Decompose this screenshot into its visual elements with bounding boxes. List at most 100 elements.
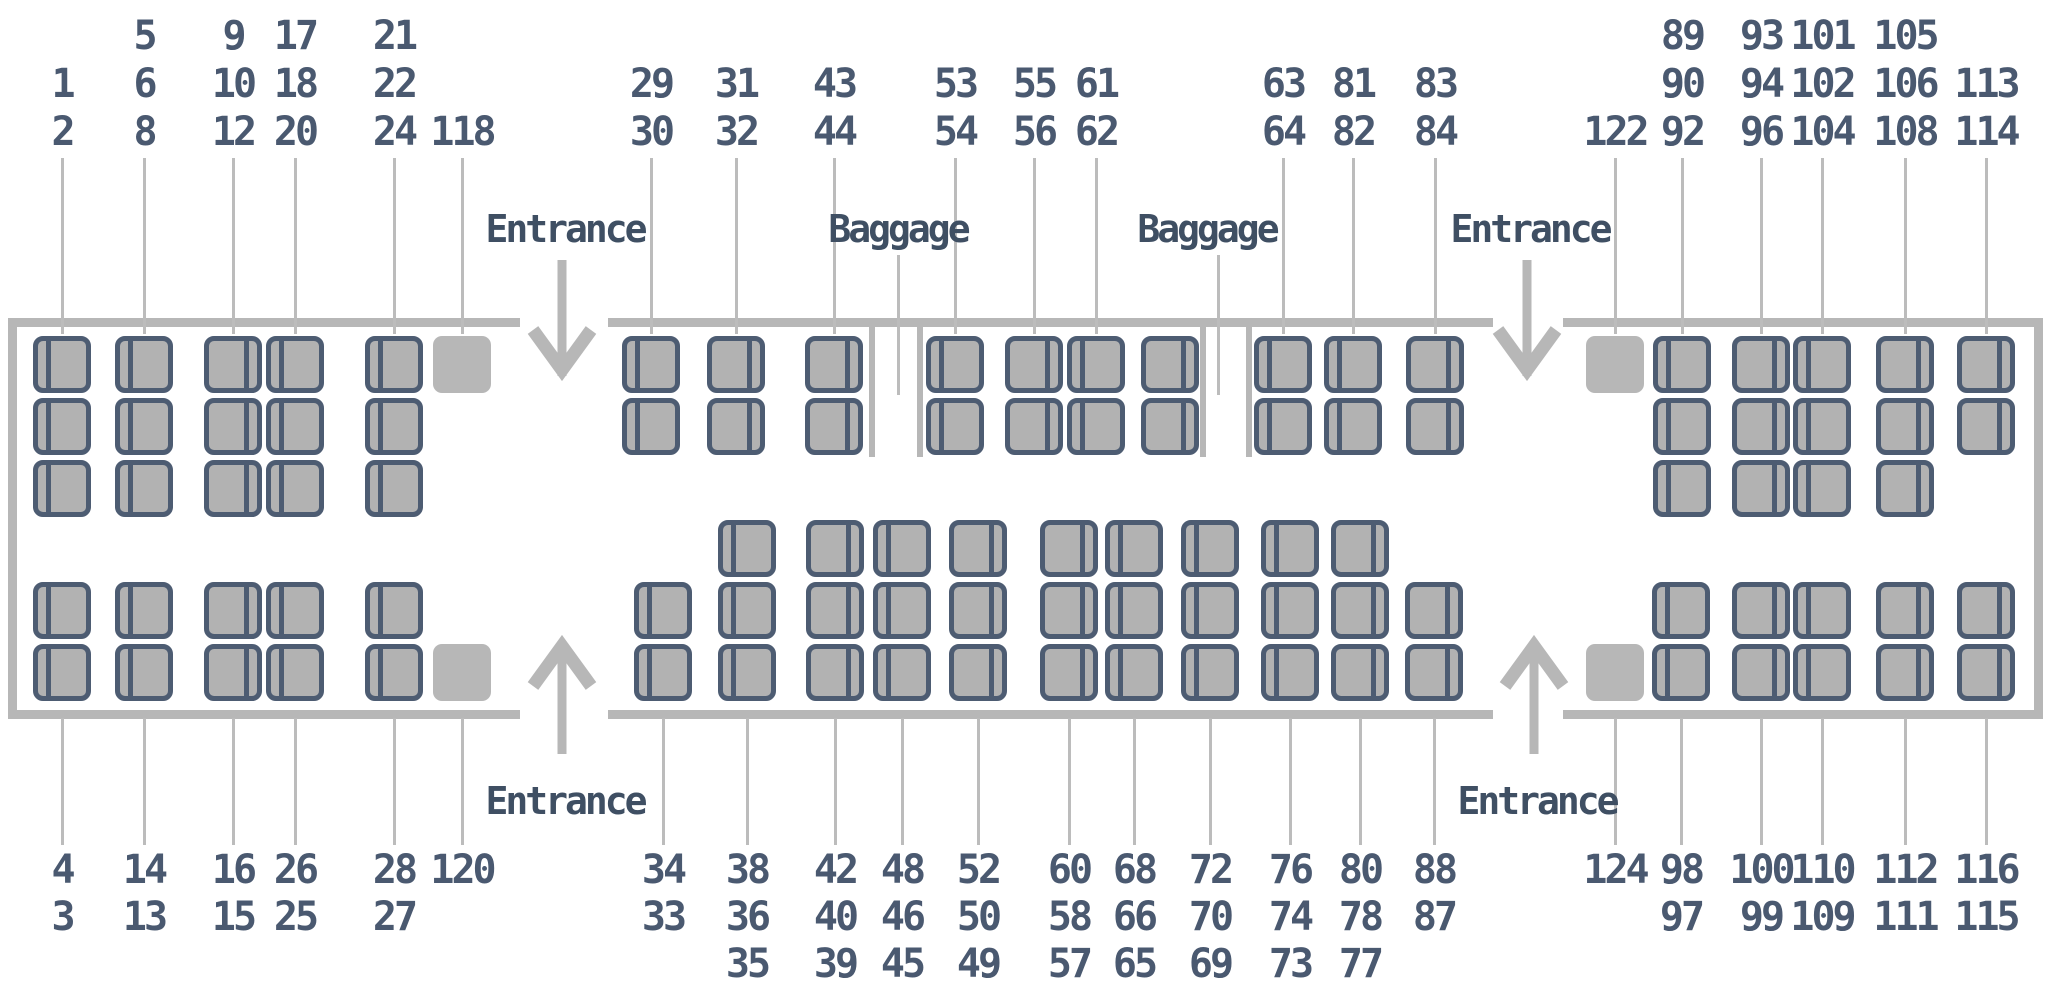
seat[interactable]: [1793, 582, 1851, 639]
seat[interactable]: [1254, 336, 1312, 393]
seat[interactable]: [805, 398, 863, 455]
seat[interactable]: [718, 582, 776, 639]
seat[interactable]: [1181, 520, 1239, 577]
seat[interactable]: [1732, 582, 1790, 639]
seat[interactable]: [1141, 398, 1199, 455]
seat[interactable]: [926, 336, 984, 393]
seat[interactable]: [873, 644, 931, 701]
seat[interactable]: [1067, 336, 1125, 393]
seat[interactable]: [1261, 520, 1319, 577]
seat[interactable]: [806, 582, 864, 639]
seat[interactable]: [707, 336, 765, 393]
seat[interactable]: [115, 460, 173, 517]
seat[interactable]: [1067, 398, 1125, 455]
seat[interactable]: [622, 336, 680, 393]
seat[interactable]: [1876, 460, 1934, 517]
seat[interactable]: [204, 460, 262, 517]
seat[interactable]: [1040, 582, 1098, 639]
seat[interactable]: [1405, 582, 1463, 639]
seat[interactable]: [1105, 582, 1163, 639]
seat[interactable]: [634, 644, 692, 701]
seat[interactable]: [1876, 336, 1934, 393]
seat[interactable]: [806, 520, 864, 577]
seat[interactable]: [1732, 336, 1790, 393]
seat[interactable]: [1254, 398, 1312, 455]
seat[interactable]: [115, 398, 173, 455]
seat[interactable]: [115, 336, 173, 393]
seat[interactable]: [1876, 644, 1934, 701]
seat[interactable]: [365, 336, 423, 393]
seat[interactable]: [622, 398, 680, 455]
seat[interactable]: [1406, 398, 1464, 455]
seat[interactable]: [718, 644, 776, 701]
seat[interactable]: [1405, 644, 1463, 701]
seat[interactable]: [115, 582, 173, 639]
seat[interactable]: [1653, 336, 1711, 393]
seat[interactable]: [1732, 644, 1790, 701]
seat[interactable]: [926, 398, 984, 455]
seat[interactable]: [1005, 398, 1063, 455]
seat[interactable]: [1957, 644, 2015, 701]
service-seat-block[interactable]: [1586, 336, 1644, 393]
seat[interactable]: [266, 336, 324, 393]
seat[interactable]: [718, 520, 776, 577]
seat[interactable]: [33, 460, 91, 517]
seat[interactable]: [1957, 336, 2015, 393]
seat[interactable]: [634, 582, 692, 639]
seat[interactable]: [1141, 336, 1199, 393]
seat[interactable]: [1261, 644, 1319, 701]
seat[interactable]: [1793, 460, 1851, 517]
seat[interactable]: [204, 398, 262, 455]
seat[interactable]: [33, 644, 91, 701]
seat[interactable]: [1105, 520, 1163, 577]
seat[interactable]: [1957, 398, 2015, 455]
seat[interactable]: [365, 460, 423, 517]
seat[interactable]: [707, 398, 765, 455]
seat[interactable]: [33, 336, 91, 393]
seat[interactable]: [1331, 644, 1389, 701]
seat[interactable]: [1793, 398, 1851, 455]
seat[interactable]: [949, 582, 1007, 639]
service-seat-block[interactable]: [1586, 644, 1644, 701]
seat[interactable]: [33, 398, 91, 455]
seat[interactable]: [266, 460, 324, 517]
seat[interactable]: [365, 582, 423, 639]
seat[interactable]: [1957, 582, 2015, 639]
service-seat-block[interactable]: [433, 644, 491, 701]
seat[interactable]: [1181, 582, 1239, 639]
seat[interactable]: [365, 644, 423, 701]
seat[interactable]: [1732, 460, 1790, 517]
seat[interactable]: [1331, 520, 1389, 577]
service-seat-block[interactable]: [433, 336, 491, 393]
seat[interactable]: [949, 644, 1007, 701]
seat[interactable]: [1653, 398, 1711, 455]
seat[interactable]: [873, 582, 931, 639]
seat[interactable]: [365, 398, 423, 455]
seat[interactable]: [1793, 336, 1851, 393]
seat[interactable]: [266, 644, 324, 701]
seat[interactable]: [1732, 398, 1790, 455]
seat[interactable]: [1261, 582, 1319, 639]
seat[interactable]: [204, 336, 262, 393]
seat[interactable]: [33, 582, 91, 639]
seat[interactable]: [1040, 644, 1098, 701]
seat[interactable]: [1005, 336, 1063, 393]
seat[interactable]: [204, 644, 262, 701]
seat[interactable]: [115, 644, 173, 701]
seat[interactable]: [1652, 582, 1710, 639]
seat[interactable]: [806, 644, 864, 701]
seat[interactable]: [1406, 336, 1464, 393]
seat[interactable]: [1324, 398, 1382, 455]
seat[interactable]: [204, 582, 262, 639]
seat[interactable]: [1876, 582, 1934, 639]
seat[interactable]: [1653, 460, 1711, 517]
seat[interactable]: [1324, 336, 1382, 393]
seat[interactable]: [1331, 582, 1389, 639]
seat[interactable]: [1040, 520, 1098, 577]
seat[interactable]: [1876, 398, 1934, 455]
seat[interactable]: [805, 336, 863, 393]
seat[interactable]: [266, 398, 324, 455]
seat[interactable]: [949, 520, 1007, 577]
seat[interactable]: [1105, 644, 1163, 701]
seat[interactable]: [1793, 644, 1851, 701]
